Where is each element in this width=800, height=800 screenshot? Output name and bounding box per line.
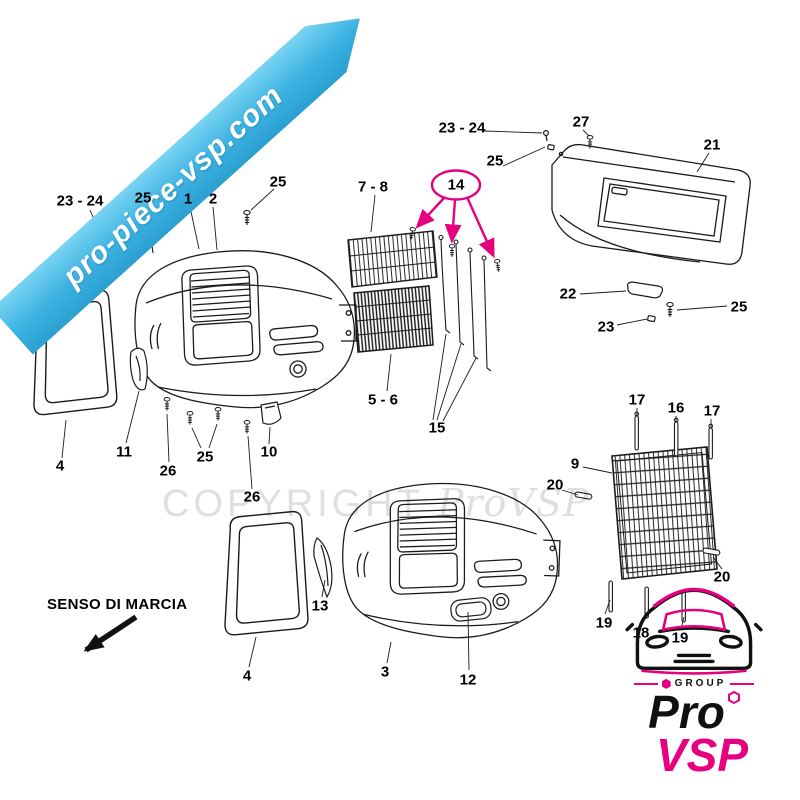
callout-23: 23 — [597, 318, 615, 336]
callout-15: 15 — [428, 419, 446, 437]
callout-10: 10 — [260, 443, 278, 461]
callout-21: 21 — [703, 136, 721, 154]
callout-19-a: 19 — [595, 614, 613, 632]
callout-26-b: 26 — [243, 488, 261, 506]
logo-group-text: GROUP — [674, 678, 727, 690]
callout-12: 12 — [459, 671, 477, 689]
callout-20-a: 20 — [546, 476, 564, 494]
callout-4-b: 4 — [242, 667, 252, 685]
callout-9: 9 — [570, 455, 580, 473]
callout-16: 16 — [667, 399, 685, 417]
grille-5-6 — [353, 285, 434, 353]
callout-26-a: 26 — [159, 462, 177, 480]
callout-3: 3 — [380, 663, 390, 681]
bracket-22 — [542, 130, 664, 323]
callout-25-b: 25 — [269, 173, 287, 191]
callout-4-a: 4 — [55, 457, 65, 475]
grille-9-pins — [574, 411, 721, 623]
logo-group-row: GROUP — [634, 678, 754, 689]
callout-23-24-b: 23 - 24 — [438, 119, 486, 137]
hexagon-ring-icon — [727, 691, 740, 705]
fixing-rods-15 — [438, 234, 492, 372]
grille-7-8 — [347, 230, 438, 288]
bumper-upper — [134, 250, 357, 409]
logo-vsp-text: VSP — [655, 728, 749, 781]
callout-13: 13 — [311, 597, 329, 615]
logo-pro-row: Pro — [616, 686, 772, 739]
callout-5-6: 5 - 6 — [367, 391, 399, 409]
callout-27: 27 — [572, 113, 590, 131]
callout-20-b: 20 — [713, 568, 731, 586]
callout-7-8: 7 - 8 — [357, 178, 389, 196]
callout-17-b: 17 — [703, 402, 721, 420]
logo-pro-text: Pro — [648, 686, 725, 739]
callout-17-a: 17 — [628, 391, 646, 409]
callout-22: 22 — [559, 285, 577, 303]
small-parts — [129, 347, 492, 622]
callout-2: 2 — [208, 190, 218, 208]
callout-25-c: 25 — [486, 152, 504, 170]
provsp-logo: GROUP Pro VSP — [616, 580, 772, 781]
bumper-lower — [339, 479, 563, 642]
callout-14: 14 — [447, 176, 465, 194]
callout-23-24-a: 23 - 24 — [56, 192, 104, 210]
highlight-14 — [415, 169, 495, 259]
direction-label: SENSO DI MARCIA — [47, 596, 188, 613]
callout-25-d: 25 — [730, 298, 748, 316]
rear-panel-21 — [551, 143, 751, 265]
hexagon-icon — [661, 678, 671, 689]
grille-9 — [611, 446, 718, 580]
car-logo-icon — [625, 588, 763, 676]
callout-25-e: 25 — [196, 448, 214, 466]
seal-bottom — [222, 510, 309, 636]
callout-25-a: 25 — [134, 189, 152, 207]
callout-19-b: 19 — [671, 629, 689, 647]
callout-1: 1 — [183, 190, 193, 208]
direction-arrow — [83, 614, 138, 653]
callout-11: 11 — [116, 443, 132, 461]
